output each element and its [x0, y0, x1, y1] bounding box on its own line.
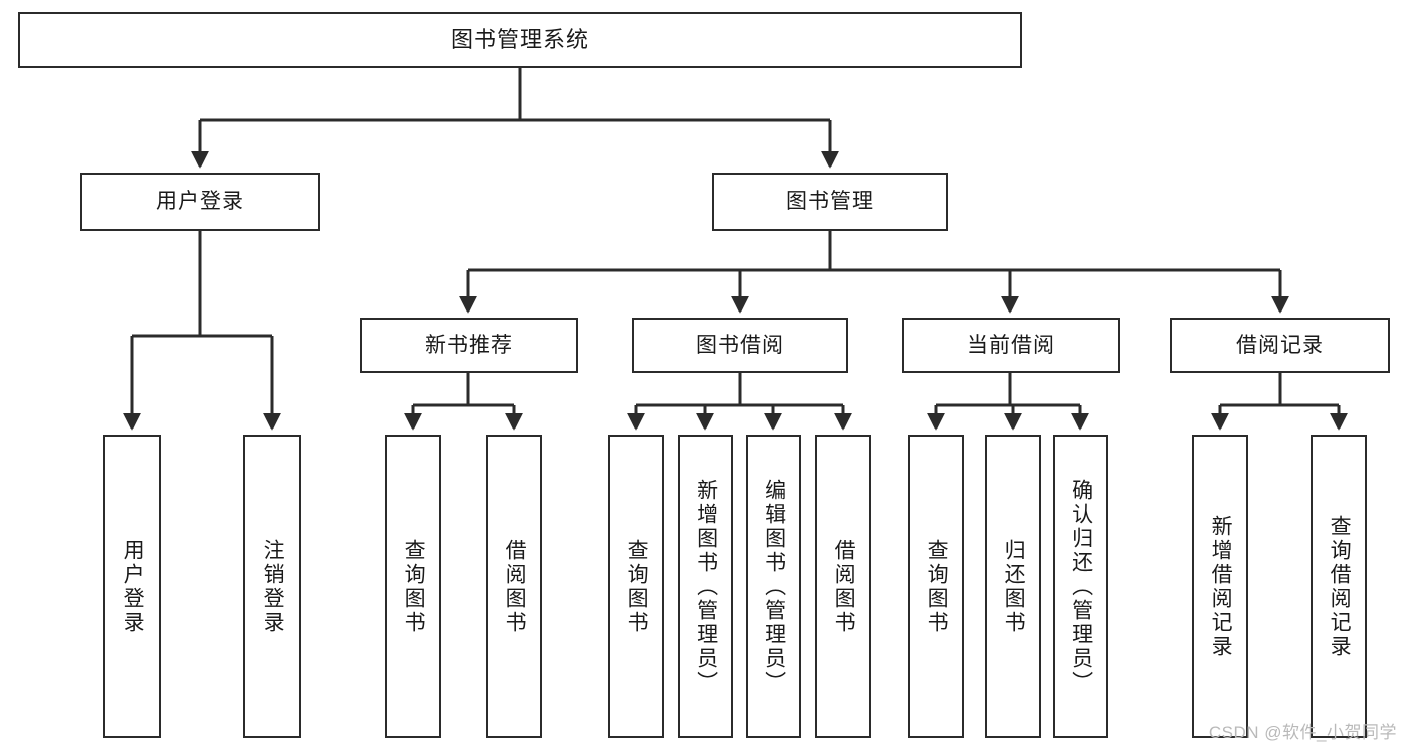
node-leaf-user-login[interactable]: 用户登录: [103, 435, 161, 738]
node-leaf-query-record[interactable]: 查询借阅记录: [1311, 435, 1367, 738]
node-label: 用户登录: [156, 190, 244, 214]
node-leaf-query-book-2[interactable]: 查询图书: [608, 435, 664, 738]
node-label: 查询图书: [402, 538, 426, 635]
node-label: 当前借阅: [967, 333, 1055, 357]
node-leaf-confirm-return[interactable]: 确认归还（管理员）: [1053, 435, 1108, 738]
node-leaf-return-book[interactable]: 归还图书: [985, 435, 1041, 738]
node-book-borrow[interactable]: 图书借阅: [632, 318, 848, 373]
node-leaf-query-book-1[interactable]: 查询图书: [385, 435, 441, 738]
node-current-borrow[interactable]: 当前借阅: [902, 318, 1120, 373]
node-label: 图书管理: [786, 190, 874, 214]
node-label: 编辑图书（管理员）: [762, 478, 786, 695]
node-leaf-borrow-book-2[interactable]: 借阅图书: [815, 435, 871, 738]
node-label: 归还图书: [1002, 538, 1026, 635]
node-label: 借阅图书: [503, 538, 527, 635]
node-label: 图书借阅: [696, 333, 784, 357]
node-root[interactable]: 图书管理系统: [18, 12, 1022, 68]
node-label: 确认归还（管理员）: [1069, 478, 1093, 695]
node-new-book-rec[interactable]: 新书推荐: [360, 318, 578, 373]
node-leaf-add-book[interactable]: 新增图书（管理员）: [678, 435, 733, 738]
node-leaf-user-logout[interactable]: 注销登录: [243, 435, 301, 738]
node-leaf-borrow-book-1[interactable]: 借阅图书: [486, 435, 542, 738]
node-book-manage[interactable]: 图书管理: [712, 173, 948, 231]
node-label: 查询图书: [925, 538, 949, 635]
node-user-login[interactable]: 用户登录: [80, 173, 320, 231]
node-leaf-edit-book[interactable]: 编辑图书（管理员）: [746, 435, 801, 738]
node-label: 借阅图书: [832, 538, 856, 635]
node-label: 借阅记录: [1236, 333, 1324, 357]
node-label: 新增图书（管理员）: [694, 478, 718, 695]
node-borrow-record[interactable]: 借阅记录: [1170, 318, 1390, 373]
node-label: 新增借阅记录: [1209, 514, 1233, 659]
node-label: 注销登录: [261, 538, 285, 635]
node-label: 新书推荐: [425, 333, 513, 357]
node-leaf-add-record[interactable]: 新增借阅记录: [1192, 435, 1248, 738]
node-label: 图书管理系统: [450, 26, 589, 52]
node-leaf-query-book-3[interactable]: 查询图书: [908, 435, 964, 738]
watermark: CSDN @软件_小贺同学: [1208, 723, 1397, 742]
node-label: 查询借阅记录: [1328, 514, 1352, 659]
node-label: 查询图书: [625, 538, 649, 635]
node-label: 用户登录: [121, 538, 145, 635]
